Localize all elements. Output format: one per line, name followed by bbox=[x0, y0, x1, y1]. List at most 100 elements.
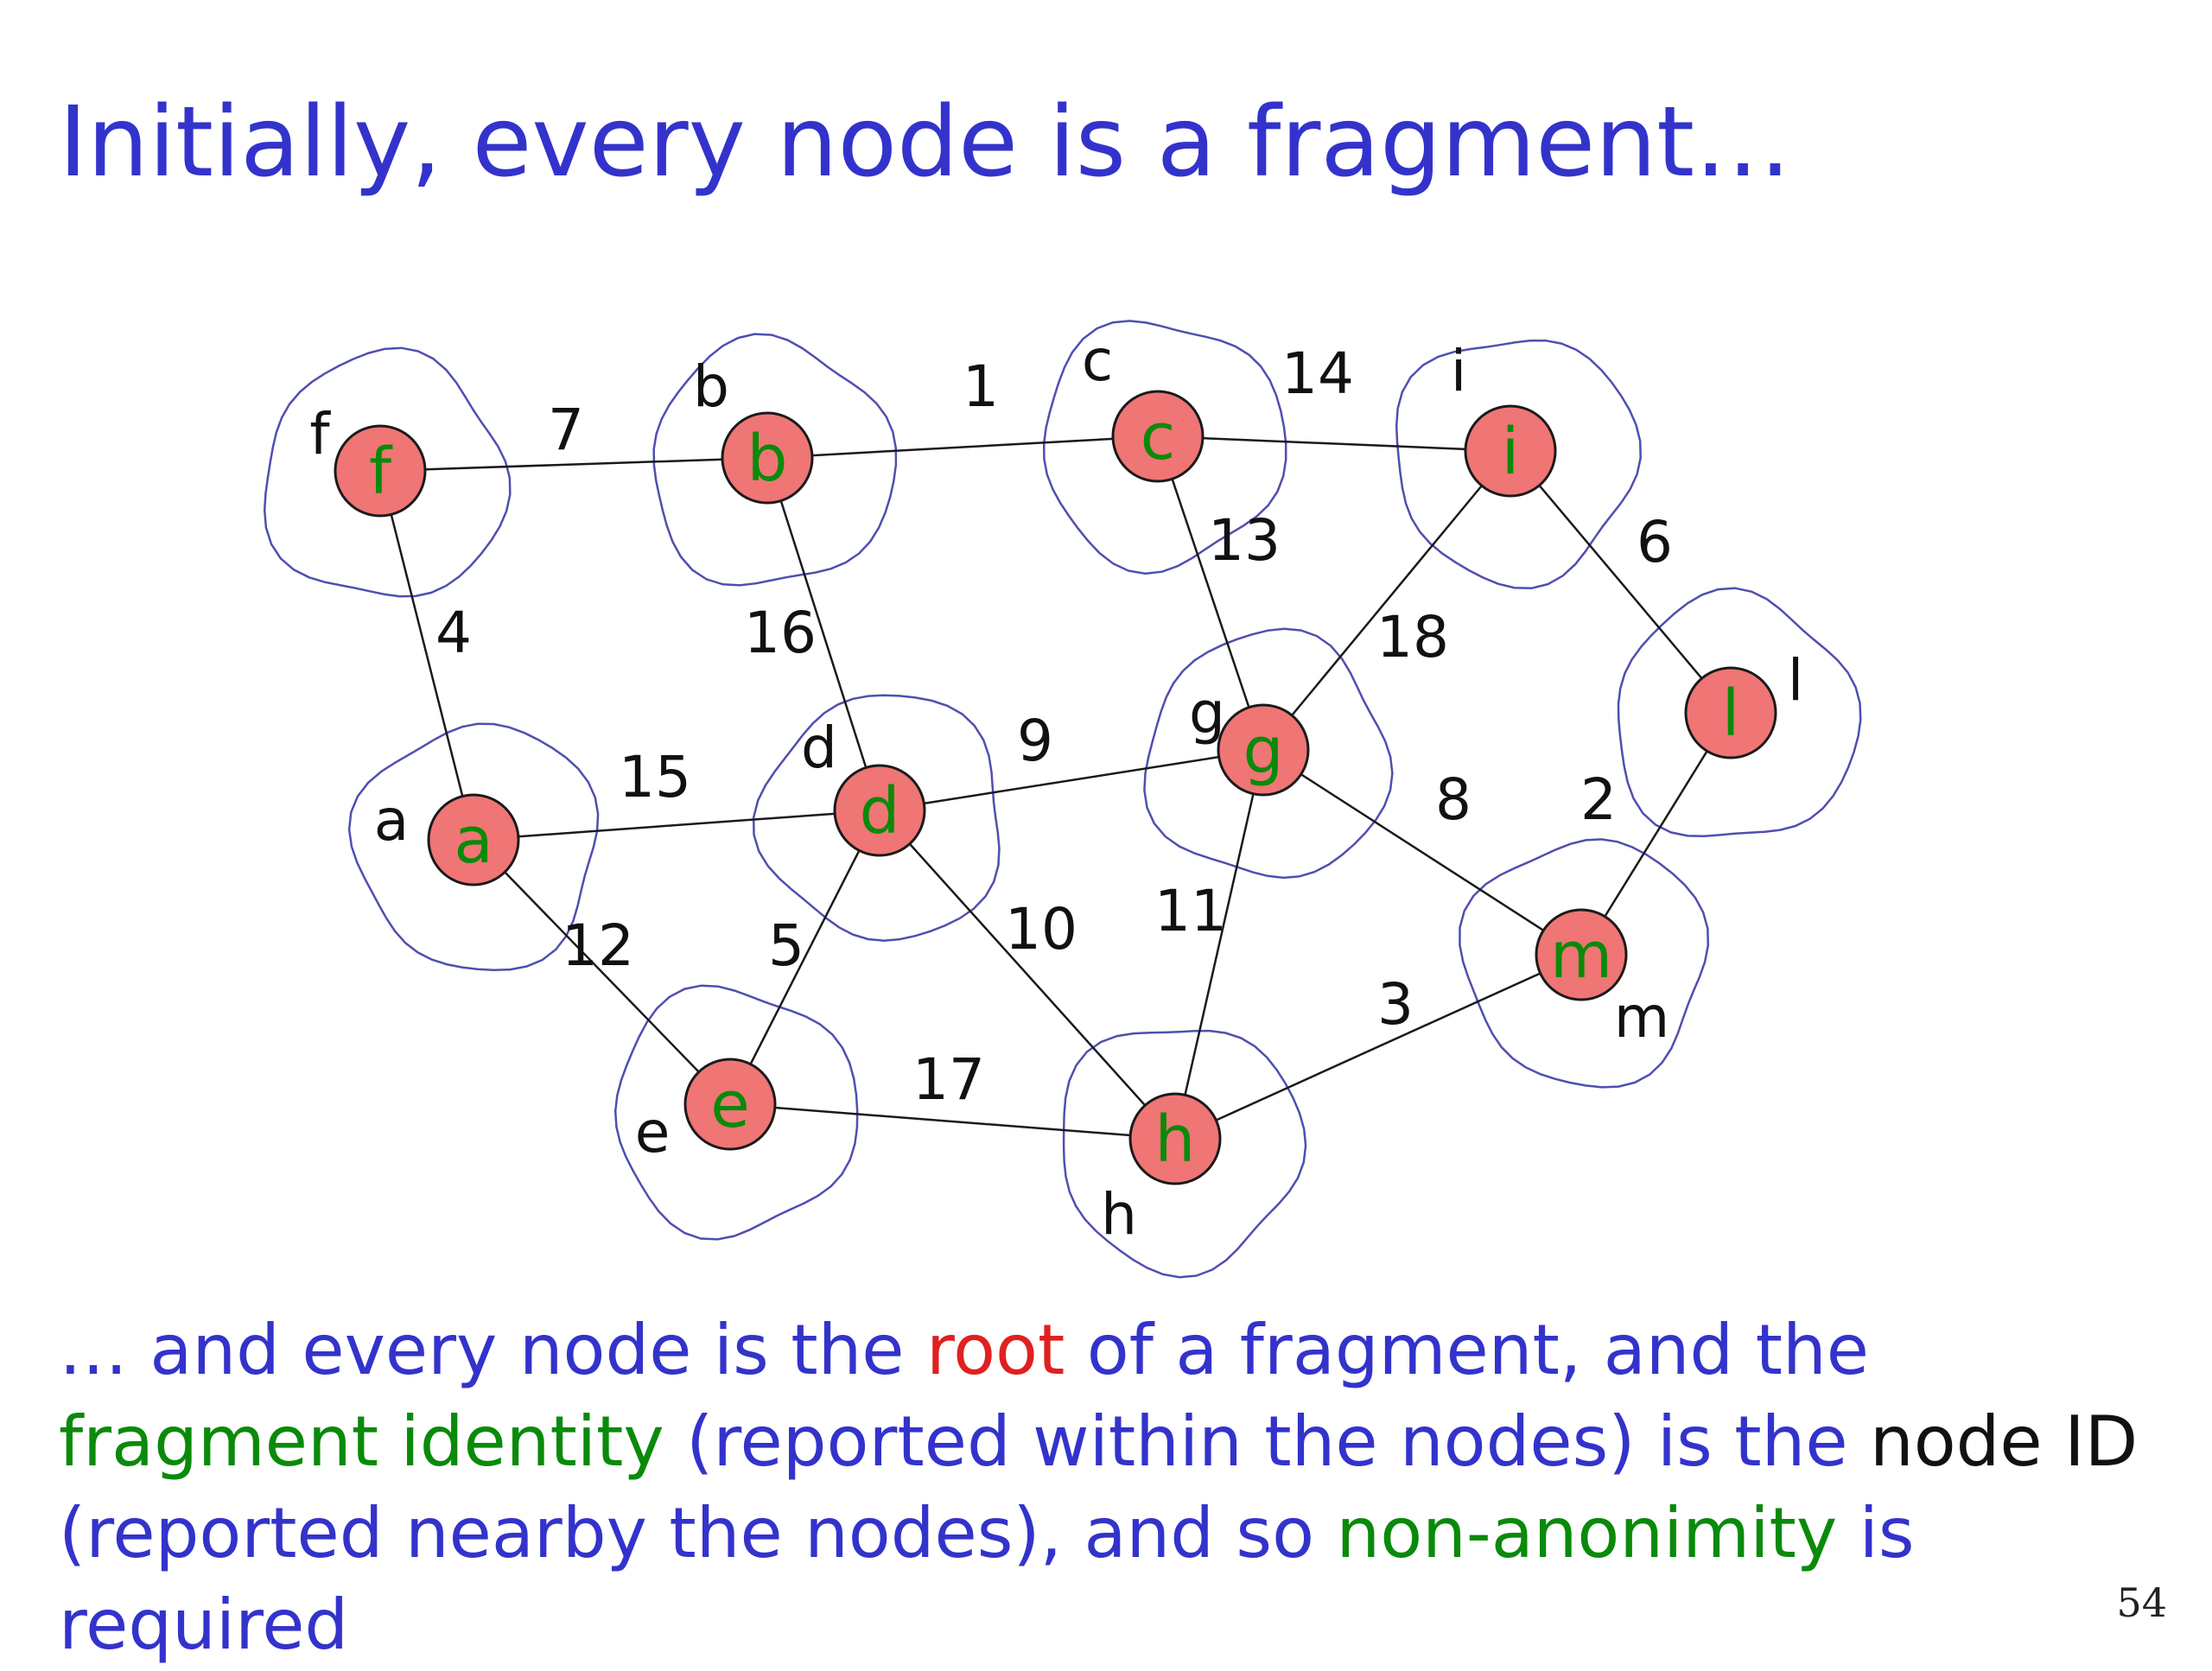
node-d: dd bbox=[801, 715, 926, 857]
node-circle bbox=[1128, 1092, 1222, 1185]
edge-weight-i-g: 18 bbox=[1376, 604, 1449, 670]
node-circle bbox=[721, 411, 814, 505]
edge-weight-d-e: 5 bbox=[768, 912, 804, 979]
node-id-label: g bbox=[1189, 680, 1225, 747]
edge-weight-h-m: 3 bbox=[1377, 971, 1414, 1038]
fragment-outline-m bbox=[1459, 838, 1710, 1089]
edge-f-b bbox=[379, 456, 768, 473]
fragment-outline-b bbox=[652, 333, 898, 587]
node-h: hh bbox=[1101, 1092, 1222, 1248]
fragment-outline-i bbox=[1395, 339, 1642, 590]
node-id-label: b bbox=[693, 353, 729, 420]
fragment-identity: h bbox=[1155, 1102, 1196, 1177]
slide-title: Initially, every node is a fragment… bbox=[59, 86, 1792, 199]
node-b: bb bbox=[693, 353, 814, 505]
fragment-outline-l bbox=[1617, 587, 1862, 838]
edge-weight-i-l: 6 bbox=[1637, 509, 1673, 575]
node-circle bbox=[427, 793, 520, 886]
edge-i-l bbox=[1510, 450, 1732, 714]
edge-i-g bbox=[1262, 450, 1511, 751]
fragment-identity: e bbox=[710, 1068, 750, 1142]
fragment-outline-a bbox=[347, 722, 600, 972]
fragment-identity: l bbox=[1722, 677, 1740, 751]
fragment-outline-d bbox=[752, 694, 1001, 942]
edges bbox=[378, 435, 1732, 1140]
caption-segment: fragment identity bbox=[59, 1401, 664, 1482]
fragment-identity: f bbox=[369, 435, 393, 509]
edge-weight-b-c: 1 bbox=[963, 353, 999, 420]
edge-c-i bbox=[1157, 435, 1511, 453]
fragment-identity: a bbox=[454, 804, 493, 878]
node-e: ee bbox=[635, 1058, 777, 1166]
edge-weight-g-m: 8 bbox=[1435, 766, 1471, 833]
caption-segment: node ID bbox=[1869, 1401, 2139, 1482]
node-id-label: e bbox=[635, 1099, 671, 1166]
fragment-identity: g bbox=[1243, 714, 1284, 788]
edge-weight-f-a: 4 bbox=[435, 600, 472, 666]
node-id-label: h bbox=[1101, 1181, 1137, 1248]
edge-l-m bbox=[1580, 712, 1732, 956]
node-circle bbox=[1111, 390, 1205, 483]
edge-a-e bbox=[473, 839, 731, 1105]
caption-segment: non-anonimity bbox=[1336, 1493, 1838, 1573]
page-number: 54 bbox=[2116, 1579, 2167, 1626]
node-m: mm bbox=[1535, 908, 1669, 1051]
edge-weight-d-g: 9 bbox=[1017, 708, 1053, 774]
caption-segment: (reported within the nodes) is the bbox=[664, 1401, 1870, 1482]
edge-weight-g-h: 11 bbox=[1154, 878, 1227, 944]
fragment-outline-e bbox=[613, 984, 859, 1241]
node-id-label: i bbox=[1451, 338, 1466, 404]
caption: … and every node is the root of a fragme… bbox=[59, 1305, 2184, 1671]
edge-d-e bbox=[728, 810, 881, 1105]
node-i: ii bbox=[1451, 338, 1557, 498]
edge-g-h bbox=[1173, 749, 1265, 1140]
node-circle bbox=[334, 424, 427, 518]
node-a: aa bbox=[374, 787, 520, 886]
edge-weight-f-b: 7 bbox=[548, 397, 584, 463]
node-circle bbox=[1464, 404, 1557, 498]
node-circle bbox=[833, 764, 926, 857]
fragment-outline-h bbox=[1062, 1029, 1307, 1279]
fragment-identity: b bbox=[747, 422, 788, 496]
caption-segment: of a fragment, and the bbox=[1065, 1310, 1869, 1390]
edge-e-h bbox=[729, 1102, 1176, 1140]
node-circle bbox=[1535, 908, 1628, 1001]
fragment-outlines bbox=[263, 320, 1862, 1279]
fragment-identity: i bbox=[1502, 415, 1520, 489]
node-id-label: c bbox=[1082, 327, 1113, 394]
node-circle bbox=[683, 1058, 777, 1151]
edge-h-m bbox=[1174, 953, 1582, 1140]
edge-weight-a-d: 15 bbox=[619, 744, 691, 810]
fragment-identity: d bbox=[860, 774, 900, 848]
fragment-identity: m bbox=[1550, 918, 1612, 993]
node-c: cc bbox=[1082, 327, 1205, 483]
edge-weight-c-i: 14 bbox=[1281, 340, 1354, 407]
caption-segment: … and every node is the bbox=[59, 1310, 926, 1390]
edge-b-c bbox=[766, 435, 1159, 460]
node-circle bbox=[1217, 703, 1310, 797]
caption-segment: (reported nearby the nodes), and so bbox=[59, 1493, 1337, 1573]
fragment-outline-f bbox=[263, 346, 512, 598]
edge-weight-a-e: 12 bbox=[562, 912, 634, 979]
node-id-label: d bbox=[801, 715, 837, 781]
node-id-label: f bbox=[309, 401, 331, 467]
fragment-outline-g bbox=[1143, 627, 1394, 880]
edge-f-a bbox=[378, 470, 475, 841]
fragment-identity: c bbox=[1141, 400, 1176, 474]
node-id-label: m bbox=[1614, 984, 1669, 1051]
edge-c-g bbox=[1156, 435, 1265, 751]
caption-segment: root bbox=[925, 1310, 1065, 1390]
node-id-label: l bbox=[1788, 647, 1803, 714]
edge-weight-l-m: 2 bbox=[1580, 766, 1617, 833]
edge-d-g bbox=[879, 748, 1264, 812]
node-g: gg bbox=[1189, 680, 1310, 797]
edge-weight-b-d: 16 bbox=[744, 600, 817, 666]
edge-weight-e-h: 17 bbox=[912, 1046, 985, 1113]
edge-d-h bbox=[879, 810, 1176, 1140]
edge-weight-c-g: 13 bbox=[1208, 507, 1281, 574]
edge-b-d bbox=[766, 457, 881, 811]
edge-a-d bbox=[473, 809, 880, 842]
